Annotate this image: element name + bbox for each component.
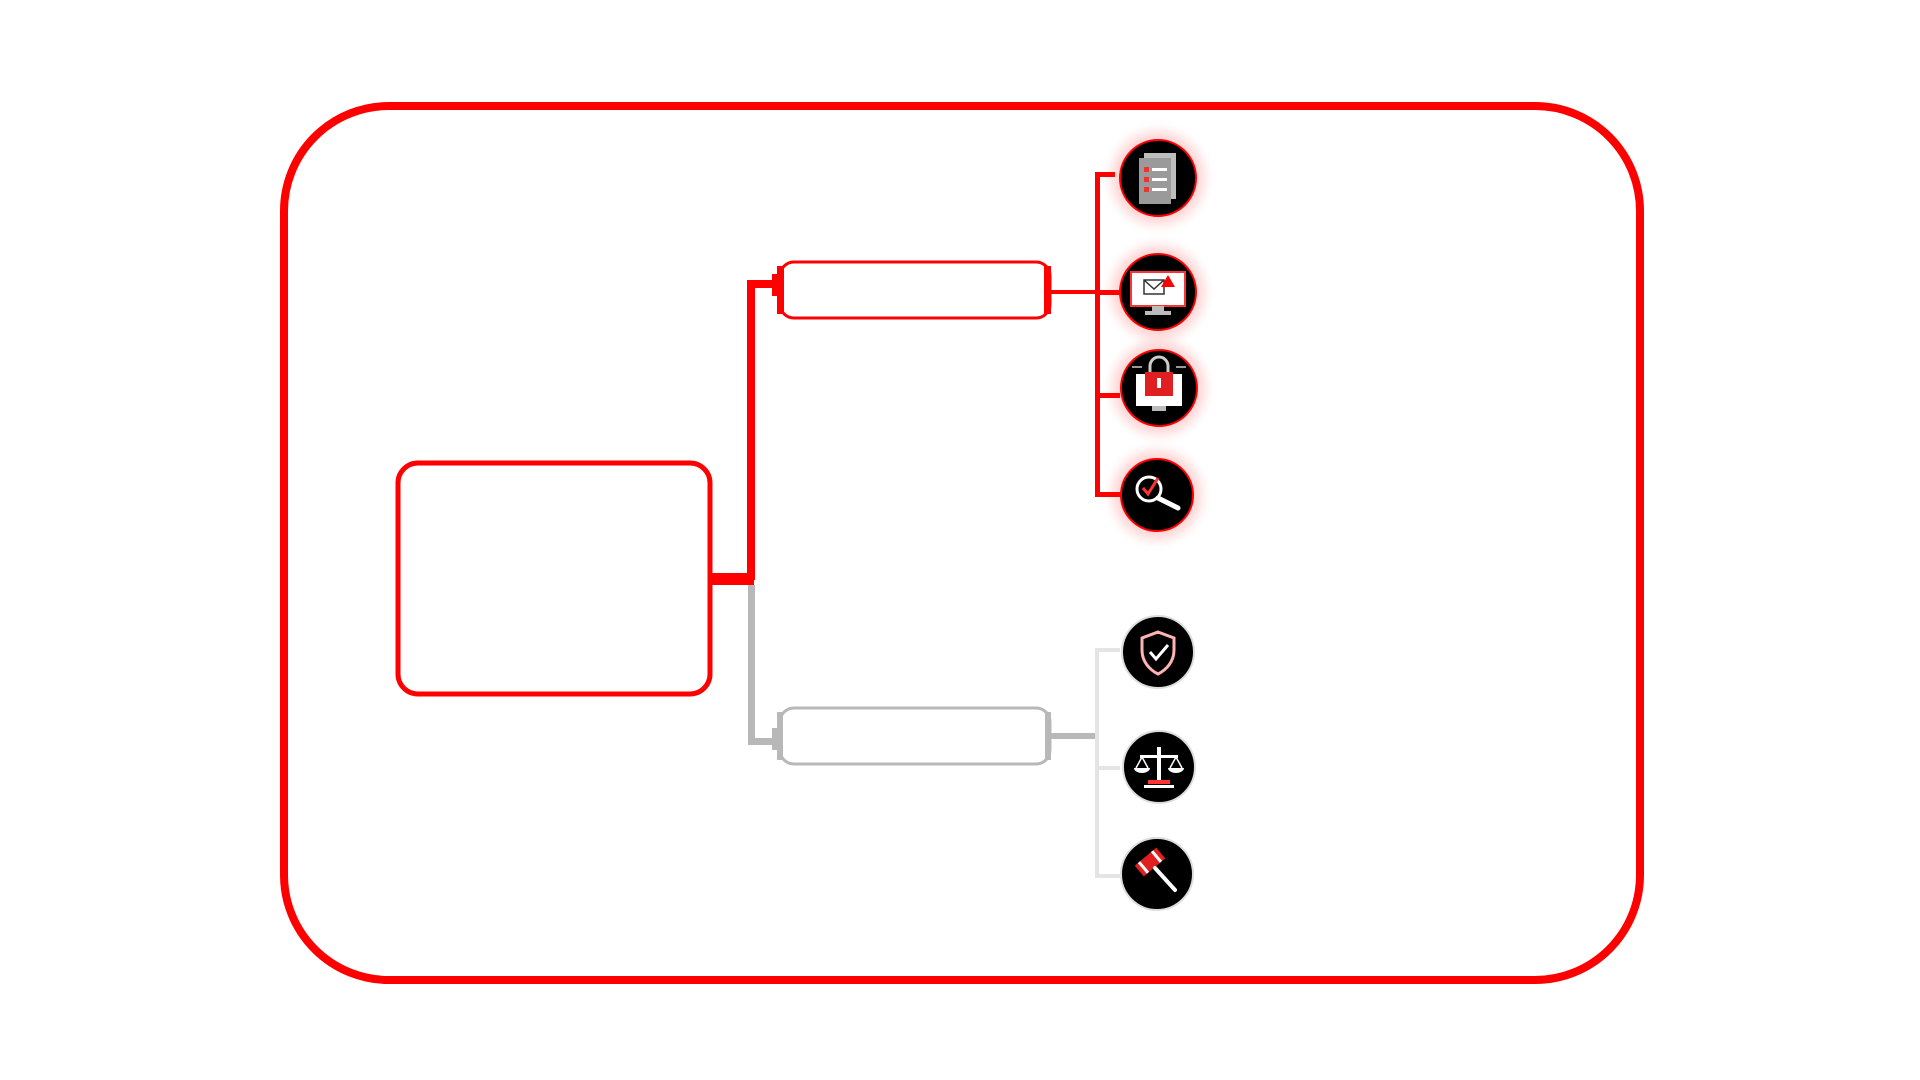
branch-connector-1 [1051,172,1120,497]
magnifier-check-icon [1113,451,1201,539]
root-node [395,460,713,697]
branch-node-1 [777,260,1052,320]
root-connector-top [712,274,782,585]
branch-node-2 [777,706,1052,766]
root-connector-bottom [748,585,779,750]
outer-frame [280,102,1644,984]
branch-connector-2 [1051,648,1120,878]
document-checklist-icon [1112,132,1204,224]
locked-computer-icon [1113,342,1205,434]
monitor-email-alert-icon [1112,246,1204,338]
balance-scale-icon [1122,730,1196,804]
shield-check-icon [1121,615,1195,689]
gavel-icon [1120,837,1194,911]
